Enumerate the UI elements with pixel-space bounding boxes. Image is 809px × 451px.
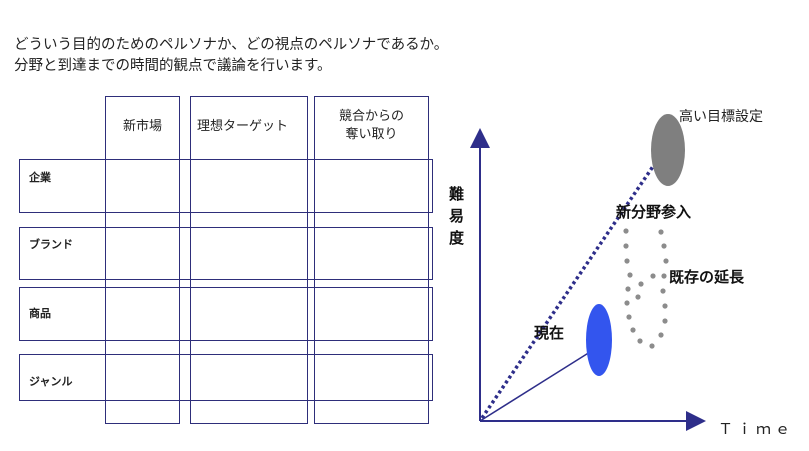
row-label-genre: ジャンル: [29, 375, 73, 388]
column-label-ideal-target: 理想ターゲット: [190, 118, 295, 136]
column-label-ideal-target-text: 理想ターゲット: [196, 119, 288, 134]
x-axis-label: Ｔｉｍｅ: [718, 420, 794, 438]
y-axis-label-char-1: 難: [449, 185, 464, 203]
column-box-competitor: [314, 96, 429, 424]
intro-line-2: 分野と到達までの時間的観点で議論を行います。: [14, 58, 332, 74]
row-box-genre: [19, 354, 433, 401]
intro-line-1: どういう目的のためのペルソナか、どの視点のペルソナであるか。: [14, 37, 449, 53]
row-box-brand: [19, 227, 433, 280]
row-label-company: 企業: [29, 171, 51, 184]
column-box-ideal-target: [190, 96, 308, 424]
line-to-current: [479, 351, 591, 422]
column-label-new-market: 新市場: [105, 118, 180, 136]
label-extension: 既存の延長: [669, 268, 745, 286]
y-axis-label-char-3: 度: [449, 229, 465, 247]
intro-text: どういう目的のためのペルソナか、どの視点のペルソナであるか。 分野と到達までの時…: [14, 35, 448, 77]
row-label-brand: ブランド: [29, 238, 73, 251]
column-label-competitor-line-1: 競合からの: [338, 109, 404, 124]
column-box-new-market: [105, 96, 180, 424]
y-axis-label-char-2: 易: [449, 207, 464, 225]
row-box-product: [19, 287, 433, 341]
current-ellipse: [586, 304, 612, 376]
row-box-company: [19, 159, 433, 213]
label-new-field: 新分野参入: [616, 203, 691, 221]
label-high-goal: 高い目標設定: [679, 108, 763, 125]
label-current: 現在: [534, 324, 564, 342]
column-label-competitor: 競合からの 奪い取り: [314, 108, 429, 144]
dotted-cluster: [623, 228, 669, 349]
column-label-competitor-line-2: 奪い取り: [345, 127, 398, 142]
column-label-new-market-text: 新市場: [122, 119, 162, 134]
row-label-product: 商品: [29, 307, 51, 320]
goal-ellipse: [651, 114, 685, 186]
